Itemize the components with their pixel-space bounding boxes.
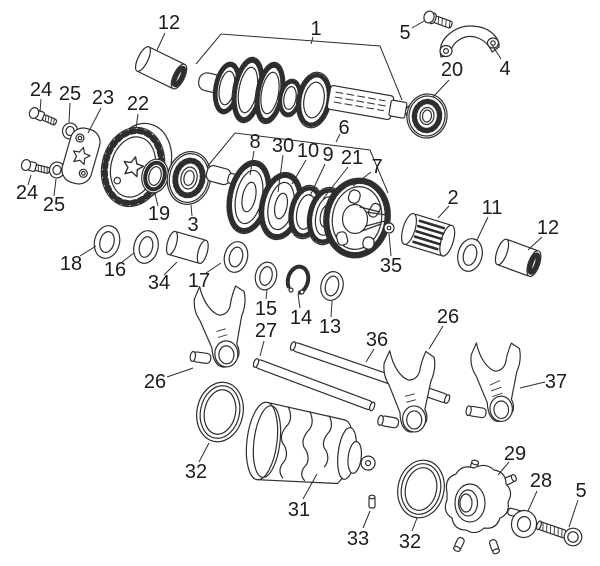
callout-24-upper: 24	[30, 79, 52, 101]
part-5-bolt-top	[423, 10, 453, 29]
part-12-needle-bushing-right	[494, 238, 542, 278]
part-17-washer	[223, 241, 249, 273]
bracket-6	[206, 132, 389, 194]
callout-5-top: 5	[399, 22, 410, 44]
part-25-washer-lower	[48, 161, 66, 179]
bracket-1	[195, 33, 403, 101]
callout-26-left: 26	[144, 371, 166, 393]
part-28-washer	[510, 509, 538, 539]
callout-33: 33	[347, 528, 369, 550]
part-24-bolt-lower	[20, 158, 51, 174]
part-4-retaining-bracket	[439, 25, 500, 58]
callout-3: 3	[187, 214, 198, 236]
callout-4: 4	[499, 58, 510, 80]
part-5-bolt-bottom	[535, 520, 583, 547]
part-2-needle-cage	[400, 212, 456, 257]
callout-12-topleft: 12	[158, 12, 180, 34]
part-24-bolt-upper	[28, 107, 58, 126]
callout-36: 36	[366, 329, 388, 351]
part-31-shift-drum	[245, 401, 376, 485]
part-12-needle-bushing-top	[134, 46, 188, 90]
callout-8: 8	[249, 131, 260, 153]
part-35-shaft-tip	[383, 222, 395, 234]
callout-2: 2	[447, 187, 458, 209]
callout-31: 31	[288, 499, 310, 521]
part-33-pin	[368, 494, 376, 509]
callout-25-lower: 25	[43, 194, 65, 216]
callout-27: 27	[255, 320, 277, 342]
callout-22: 22	[127, 93, 149, 115]
callout-34: 34	[148, 272, 170, 294]
callout-18: 18	[60, 253, 82, 275]
callout-26-middle: 26	[437, 306, 459, 328]
part-29-sprocket-hub	[444, 459, 523, 555]
callout-10: 10	[297, 140, 319, 162]
leader-lines	[27, 20, 579, 532]
callout-35: 35	[380, 255, 402, 277]
part-23-retainer-plate	[61, 127, 101, 185]
callout-30: 30	[272, 135, 294, 157]
part-14-circlip	[285, 264, 311, 296]
callout-17: 17	[188, 270, 210, 292]
part-32-seal-left	[196, 381, 244, 443]
part-18-washer	[93, 225, 121, 259]
part-11-washer	[457, 238, 483, 272]
part-15-washer	[254, 261, 278, 291]
callout-24-lower: 24	[16, 182, 38, 204]
part-20-ball-bearing	[406, 93, 448, 139]
callout-15: 15	[255, 298, 277, 320]
part-26-shift-fork-middle	[377, 350, 436, 433]
callout-25-upper: 25	[59, 83, 81, 105]
part-37-shift-fork-right	[465, 342, 521, 423]
callout-7: 7	[371, 156, 382, 178]
callout-21: 21	[341, 147, 363, 169]
part-19-seal-ring	[141, 158, 169, 194]
callout-5-bottom: 5	[575, 480, 586, 502]
callout-28: 28	[530, 470, 552, 492]
callout-19: 19	[148, 203, 170, 225]
callout-13: 13	[319, 316, 341, 338]
callout-32-left: 32	[185, 461, 207, 483]
part-1-primary-gear-cluster	[212, 56, 333, 129]
part-27-shift-rod	[252, 358, 376, 412]
callout-labels: 12 1 5 4 20 24 25 23 22 24 25 19 3 8 30 …	[16, 12, 587, 553]
part-16-washer	[133, 230, 159, 264]
callout-16: 16	[104, 259, 126, 281]
callout-20: 20	[441, 59, 463, 81]
callout-37: 37	[545, 371, 567, 393]
callout-6: 6	[338, 117, 349, 139]
callout-14: 14	[290, 307, 312, 329]
callout-11: 11	[482, 197, 503, 219]
part-3-ball-bearing	[166, 151, 212, 205]
part-secondary-gear-cluster	[226, 159, 395, 259]
part-26-shift-fork-left	[189, 285, 246, 368]
part-13-washer	[320, 271, 344, 301]
callout-12-right: 12	[537, 217, 559, 239]
callout-23: 23	[92, 87, 114, 109]
callout-1: 1	[310, 18, 321, 40]
callout-29: 29	[504, 443, 526, 465]
part-34-bushing	[165, 230, 209, 265]
callout-9: 9	[322, 144, 333, 166]
callout-32-right: 32	[399, 531, 421, 553]
part-32-seal-right	[397, 459, 445, 519]
